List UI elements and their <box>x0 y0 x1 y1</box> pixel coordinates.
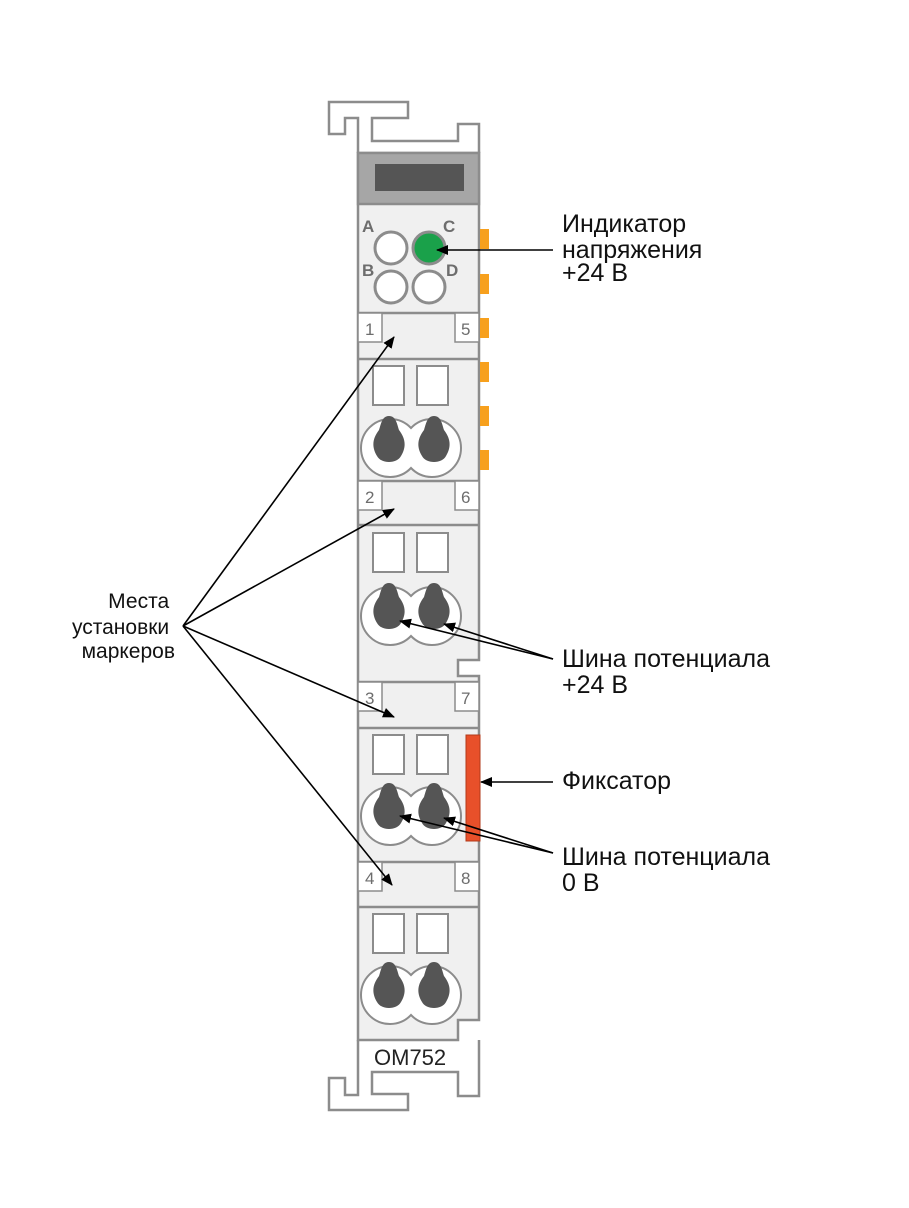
screw-right <box>418 416 450 462</box>
led-b <box>373 269 409 305</box>
terminal-number-2: 2 <box>365 488 374 507</box>
power-contact <box>480 406 489 426</box>
led-letter-a: A <box>362 217 374 236</box>
led-d <box>411 269 447 305</box>
terminal-number-7: 7 <box>461 689 470 708</box>
screw-left <box>373 962 405 1008</box>
screw-left <box>373 583 405 629</box>
arrow-bus24-left <box>399 618 554 660</box>
terminal-section-4: 4 8 <box>357 860 480 1025</box>
terminal-module: A C B D 1 5 <box>327 100 489 1112</box>
terminal-number-5: 5 <box>461 320 470 339</box>
arrow-bus0-right <box>443 816 554 854</box>
wire-entry-left <box>372 532 405 573</box>
latch <box>465 734 481 842</box>
terminal-number-3: 3 <box>365 689 374 708</box>
power-contact <box>480 318 489 338</box>
power-contacts <box>480 229 489 470</box>
wire-entry-right <box>416 365 449 406</box>
screw-right <box>418 783 450 829</box>
power-contact <box>480 450 489 470</box>
terminal-section-3: 3 7 <box>357 680 480 846</box>
wire-entry-left <box>372 913 405 954</box>
label-indicator: Индикатор напряжения +24 В <box>562 210 709 287</box>
terminal-number-1: 1 <box>365 320 374 339</box>
wire-entry-left <box>372 734 405 775</box>
power-contact <box>480 229 489 249</box>
power-contact <box>480 274 489 294</box>
screw-left <box>373 783 405 829</box>
terminal-number-8: 8 <box>461 869 470 888</box>
arrow-marker-3 <box>182 625 395 718</box>
arrow-bus0-left <box>399 813 554 854</box>
wire-entry-right <box>416 532 449 573</box>
bottom-rail-clip <box>327 1040 481 1112</box>
wire-entry-right <box>416 913 449 954</box>
label-bus-0v: Шина потенциала 0 В <box>562 843 777 897</box>
label-latch: Фиксатор <box>562 767 671 795</box>
terminal-number-6: 6 <box>461 488 470 507</box>
led-letter-b: B <box>362 261 374 280</box>
arrow-bus24-right <box>443 622 554 660</box>
led-letter-d: D <box>446 261 458 280</box>
label-bus-24v: Шина потенциала +24 В <box>562 645 777 699</box>
callout-labels: Индикатор напряжения +24 В Места установ… <box>72 210 777 897</box>
wire-entry-left <box>372 365 405 406</box>
marker-window <box>375 164 464 191</box>
arrow-marker-4 <box>182 625 393 886</box>
top-rail-clip <box>327 100 481 153</box>
terminal-section-2: 2 6 <box>357 479 480 646</box>
model-label: OM752 <box>374 1045 446 1070</box>
callout-arrows <box>182 245 554 886</box>
power-contact <box>480 362 489 382</box>
terminal-section-1: 1 5 <box>357 311 480 478</box>
led-c <box>411 230 447 266</box>
screw-left <box>373 416 405 462</box>
led-group: A C B D <box>362 217 458 305</box>
screw-right <box>418 962 450 1008</box>
arrow-marker-2 <box>182 508 395 627</box>
led-letter-c: C <box>443 217 455 236</box>
terminal-number-4: 4 <box>365 869 374 888</box>
wire-entry-right <box>416 734 449 775</box>
arrow-marker-1 <box>182 336 395 627</box>
led-a <box>373 230 409 266</box>
screw-right <box>418 583 450 629</box>
label-markers: Места установки маркеров <box>72 590 175 663</box>
